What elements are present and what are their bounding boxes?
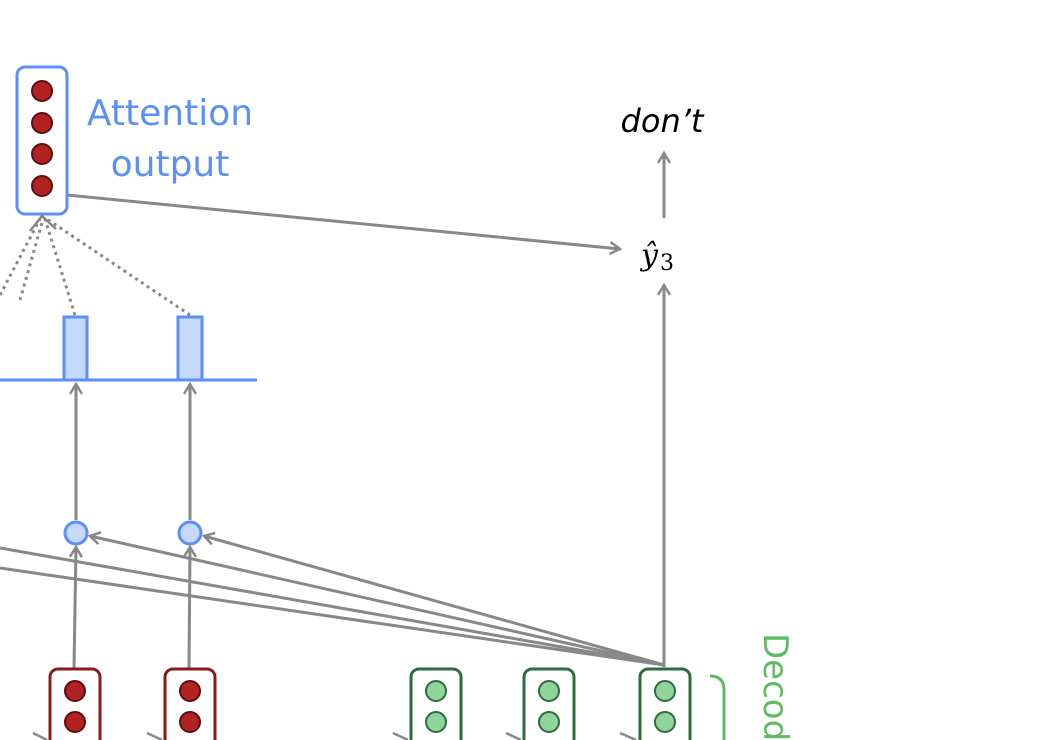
attention-output-label-line1: Attention <box>87 93 253 134</box>
encoder-to-score-arrow <box>189 547 190 669</box>
attention-output-node <box>31 143 53 165</box>
encoder-node <box>179 711 201 733</box>
encoder-node <box>64 711 86 733</box>
encoder-to-score-arrow <box>74 547 76 669</box>
attention-output-node <box>31 80 53 102</box>
encoder-hidden-state <box>48 667 102 740</box>
attention-score-node <box>63 520 89 546</box>
attention-to-prediction-arrow <box>66 193 620 249</box>
decoder-hidden-state <box>522 667 576 740</box>
encoder-hidden-state <box>163 667 217 740</box>
decoder-label: Decoder <box>755 633 795 740</box>
attention-distribution-bar <box>62 315 89 382</box>
decoder-to-score-lines <box>0 536 665 667</box>
attention-output-label-line2: output <box>111 144 230 185</box>
decoder-node <box>425 680 447 702</box>
attention-distribution-bar <box>176 315 204 382</box>
attention-output-node <box>31 112 53 134</box>
output-word: don’t <box>621 102 705 140</box>
prediction-y-hat: ŷ 3 <box>639 238 674 276</box>
attention-weighted-sum-lines <box>0 217 191 317</box>
recurrent-arrow-hints <box>32 731 637 740</box>
attention-score-node <box>177 520 203 546</box>
encoder-node <box>64 680 86 702</box>
decoder-brace <box>709 674 726 740</box>
decoder-node <box>654 680 676 702</box>
decoder-hidden-state <box>409 667 463 740</box>
decoder-node <box>654 711 676 733</box>
decoder-node <box>538 680 560 702</box>
attention-output-node <box>31 175 53 197</box>
attention-sum-arrowhead <box>29 214 57 232</box>
decoder-node <box>538 711 560 733</box>
encoder-node <box>179 680 201 702</box>
y-hat-symbol: ŷ <box>639 238 659 273</box>
y-hat-subscript: 3 <box>660 251 674 276</box>
attention-output-vector <box>15 65 69 216</box>
decoder-hidden-state <box>638 667 692 740</box>
decoder-node <box>425 711 447 733</box>
